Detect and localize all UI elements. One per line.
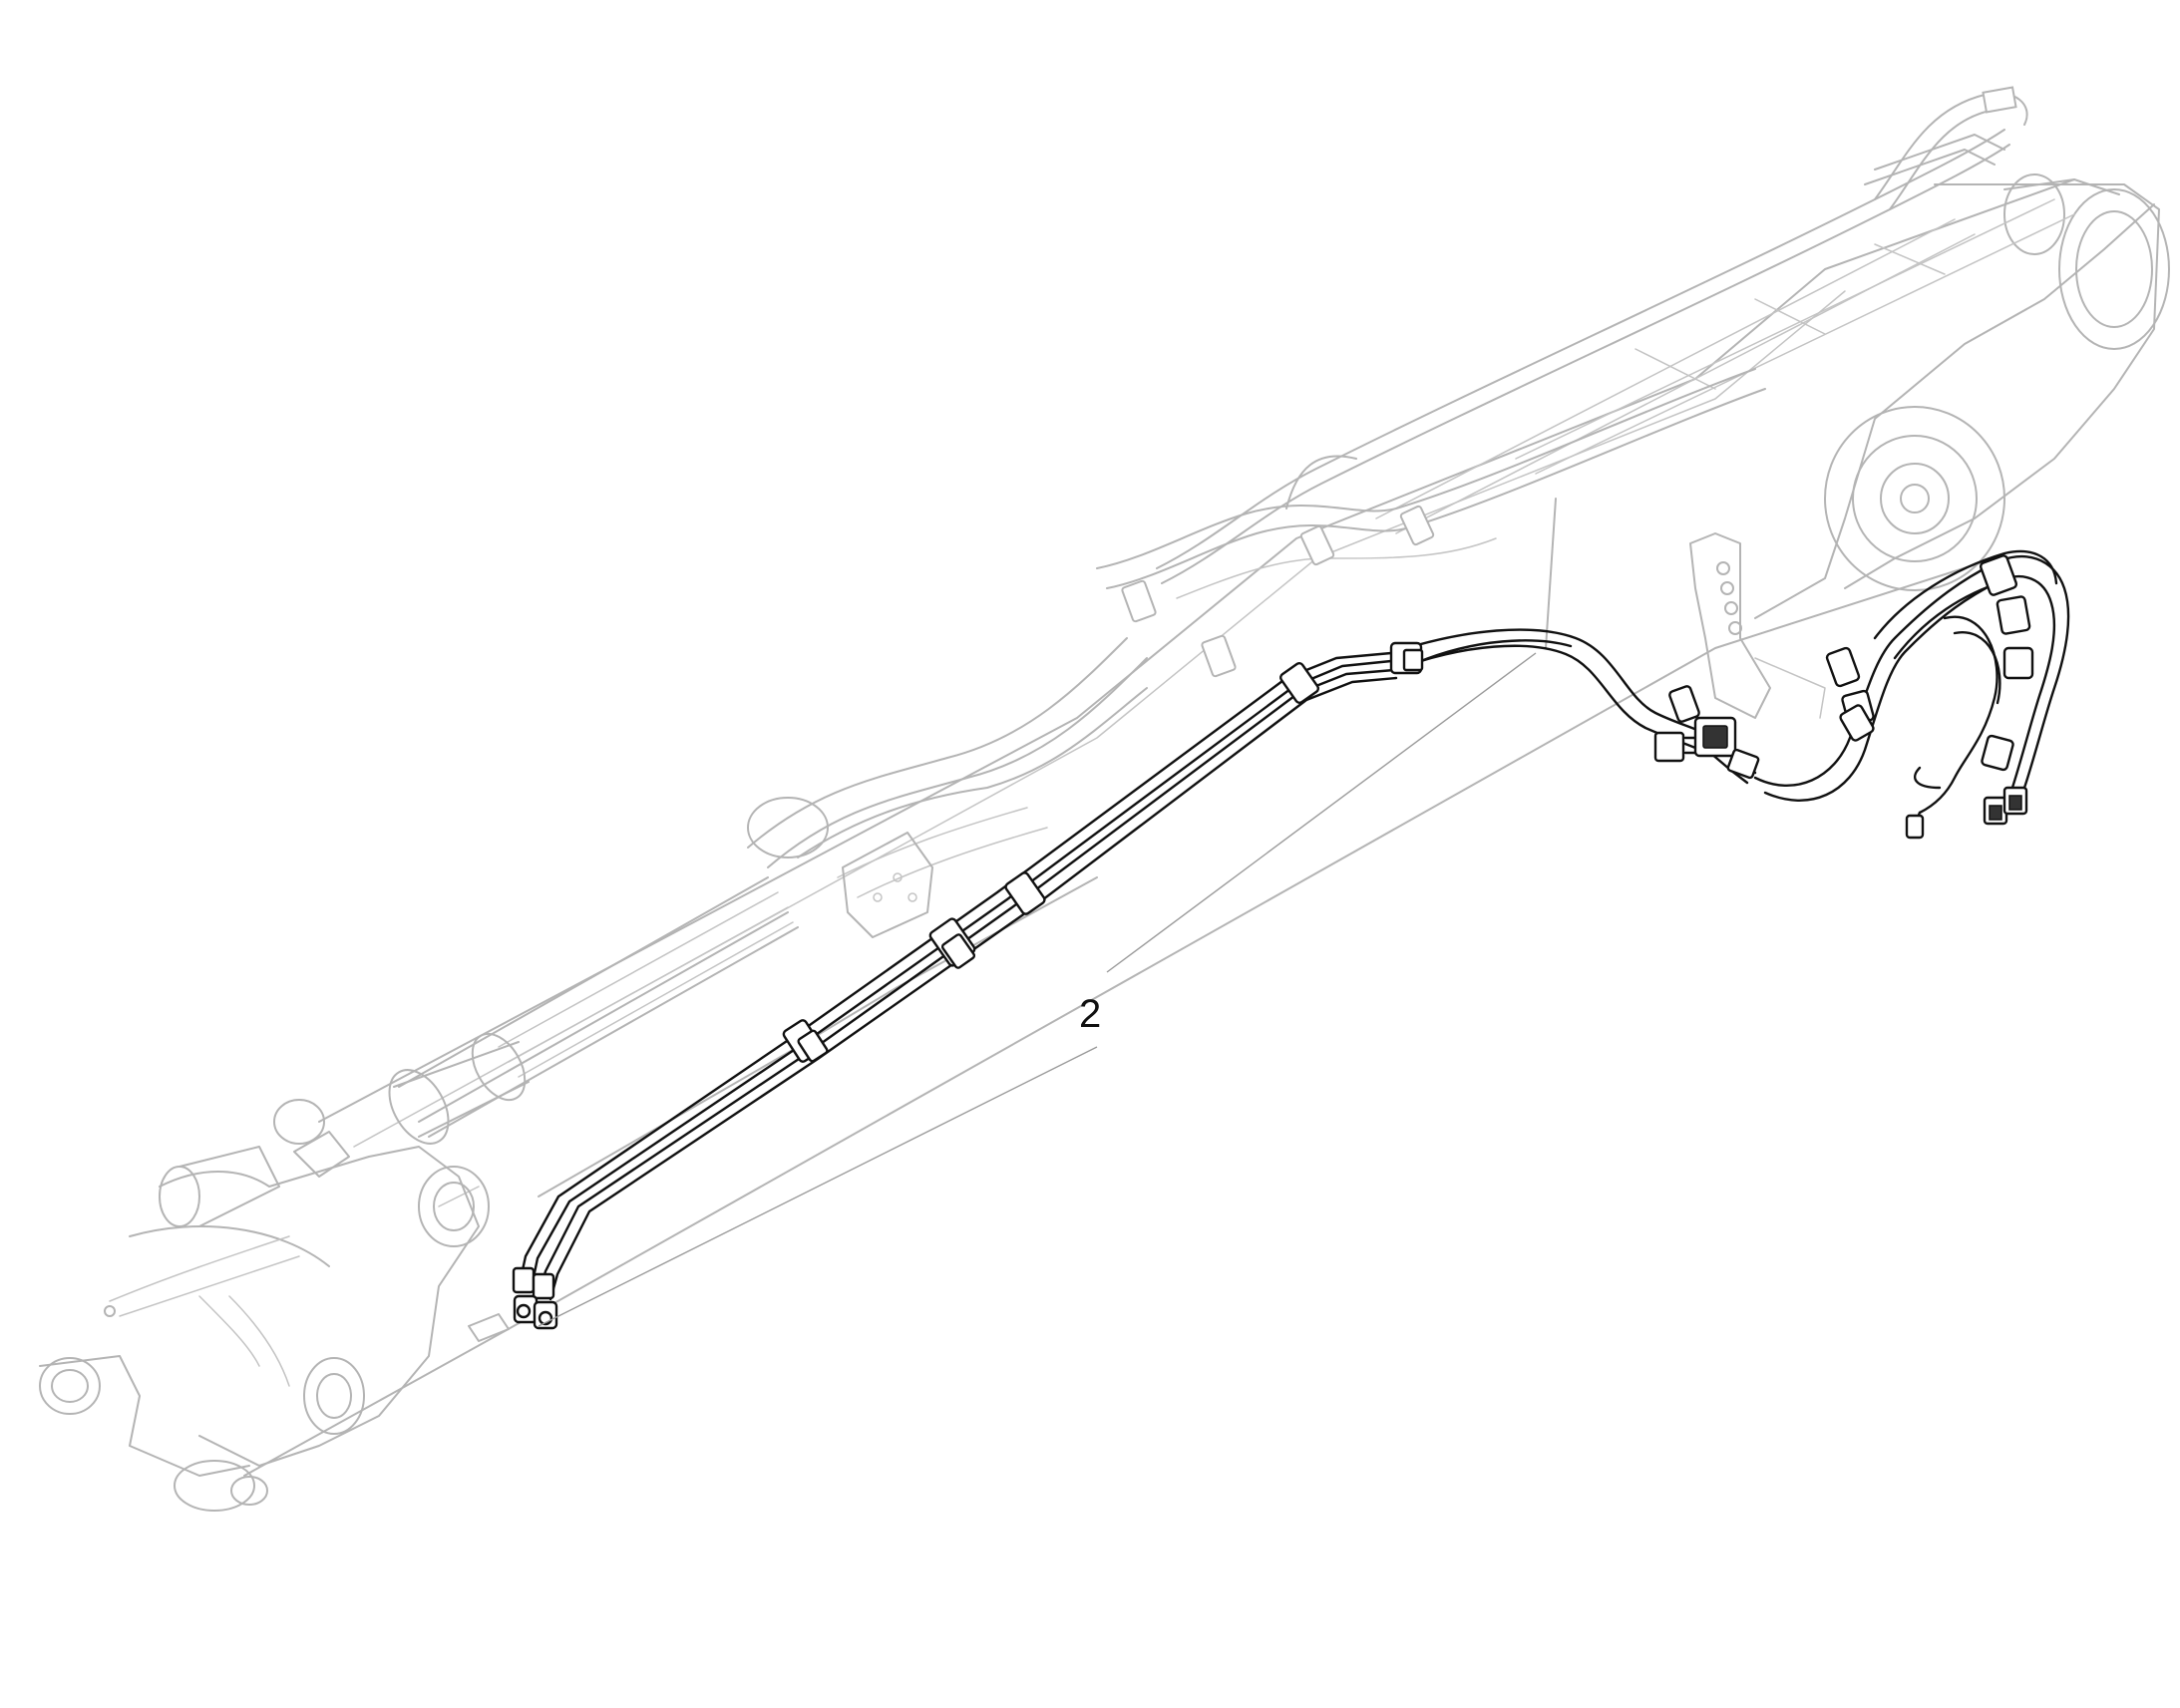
callout-2-label: 2: [1079, 992, 1101, 1036]
callout-2: 2: [538, 652, 1537, 1327]
heel-fittings: [1653, 554, 2034, 840]
callout-2-leader-line: [1106, 652, 1537, 973]
hose-assembly-item-2: [512, 549, 2070, 1330]
front-tube-fittings: [512, 1266, 558, 1330]
boom-structure-outline: [39, 86, 2170, 1512]
callout-2-leader-line-lower: [538, 1046, 1098, 1327]
tube-clamps: [782, 641, 1424, 1063]
